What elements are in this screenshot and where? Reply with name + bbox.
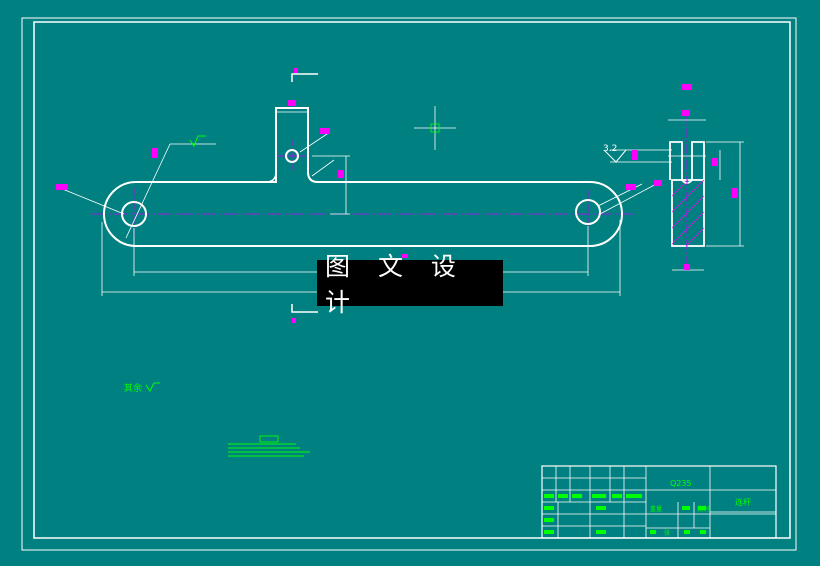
title-block xyxy=(541,465,777,539)
section-hatch-area xyxy=(671,179,705,247)
side-dim-label-top xyxy=(682,84,692,90)
roughness-symbol-note xyxy=(145,382,160,392)
section-mark-top-letter xyxy=(294,68,298,73)
left-hole xyxy=(121,201,147,227)
section-mark-bottom xyxy=(291,304,318,313)
title-weight-label: 重量 xyxy=(650,505,662,513)
title-sheet-label: 张 xyxy=(664,529,670,537)
dim-label-lug xyxy=(320,128,330,134)
side-dim-label-width xyxy=(682,110,690,116)
rod-outline xyxy=(103,107,623,247)
dim-label-left-hole xyxy=(56,184,68,190)
lug-hole xyxy=(285,149,299,163)
dim-label-right-hole-2 xyxy=(654,180,662,186)
leader-right-hole-2 xyxy=(599,181,661,215)
watermark-banner: 图 文 设 计 xyxy=(317,252,503,317)
leader-fillet xyxy=(311,159,335,177)
title-material: Q235 xyxy=(670,479,692,488)
side-dim-label-slot xyxy=(632,150,638,160)
dim-label-lug-height xyxy=(338,170,344,178)
lug-fillet-left xyxy=(265,171,277,183)
dim-label-left-hole-2 xyxy=(152,148,158,158)
front-view xyxy=(56,68,662,323)
section-mark-top xyxy=(291,73,318,82)
remaining-roughness-note: 其余 xyxy=(124,382,142,394)
side-dim-label-thick xyxy=(712,158,718,166)
leader-left-hole-2 xyxy=(125,143,171,239)
dim-label-overall xyxy=(402,254,408,258)
crosshair-marker xyxy=(414,106,456,150)
hatch-lines xyxy=(671,179,705,247)
technical-note xyxy=(228,435,310,457)
leader-left-hole xyxy=(59,187,125,215)
roughness-symbol-left xyxy=(189,135,206,148)
outer-border xyxy=(21,17,797,551)
side-dim-label-bottom xyxy=(684,264,690,270)
roughness-symbol-side xyxy=(603,149,627,163)
inner-border xyxy=(33,21,791,539)
side-view: 3.2 xyxy=(603,84,744,272)
leader-lug xyxy=(299,131,331,153)
title-block-small-labels xyxy=(544,494,706,534)
section-mark-bottom-letter xyxy=(292,318,296,323)
right-hole xyxy=(575,199,601,225)
dim-label-right-hole xyxy=(626,184,636,190)
dim-label-lug-width xyxy=(288,100,296,106)
roughness-value: 3.2 xyxy=(603,144,617,154)
side-dim-label-height xyxy=(732,188,738,198)
title-part-name: 连杆 xyxy=(735,497,751,507)
